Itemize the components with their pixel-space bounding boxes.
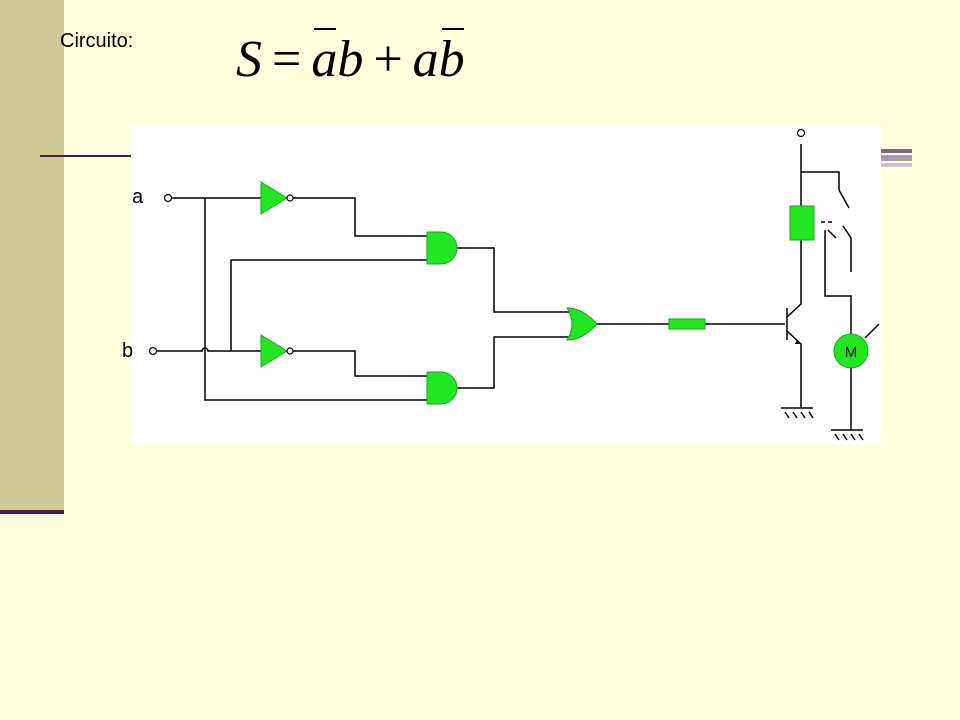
motor: M bbox=[833, 333, 869, 369]
formula-plus: + bbox=[373, 31, 403, 88]
transistor-arrow bbox=[795, 340, 801, 344]
formula-equals: = bbox=[272, 31, 302, 88]
left-decor-line bbox=[0, 510, 64, 514]
circuit-diagram: M bbox=[131, 126, 881, 444]
circuit-svg: M bbox=[148, 128, 880, 441]
input-b-terminal bbox=[148, 346, 158, 356]
motor-label: M bbox=[845, 344, 858, 361]
decor-bar-1 bbox=[878, 149, 912, 153]
title-rule bbox=[40, 155, 135, 157]
left-decor-bar bbox=[0, 0, 64, 512]
formula-a: a bbox=[412, 31, 439, 88]
decor-bar-2 bbox=[878, 155, 912, 161]
input-a-terminal bbox=[163, 193, 173, 203]
formula-output: S bbox=[236, 31, 262, 88]
or-gate bbox=[566, 307, 598, 341]
not-gate-a bbox=[260, 181, 294, 215]
input-b-label: b bbox=[122, 340, 134, 362]
resistor bbox=[668, 318, 706, 330]
and-gate-bottom bbox=[426, 371, 458, 405]
slide-label: Circuito: bbox=[60, 30, 134, 52]
boolean-formula: S=ab+ab bbox=[236, 28, 465, 88]
not-gate-b bbox=[260, 334, 294, 368]
input-a-label: a bbox=[132, 186, 144, 208]
and-gate-top bbox=[426, 231, 458, 265]
terminals bbox=[148, 128, 806, 356]
decor-bar-3 bbox=[878, 163, 912, 167]
supply-terminal bbox=[796, 128, 806, 138]
right-decor-bars bbox=[878, 149, 912, 167]
formula-b-negated: b bbox=[438, 28, 465, 88]
formula-a-negated: a bbox=[311, 28, 338, 88]
formula-b: b bbox=[337, 31, 364, 88]
relay-coil bbox=[789, 205, 815, 241]
